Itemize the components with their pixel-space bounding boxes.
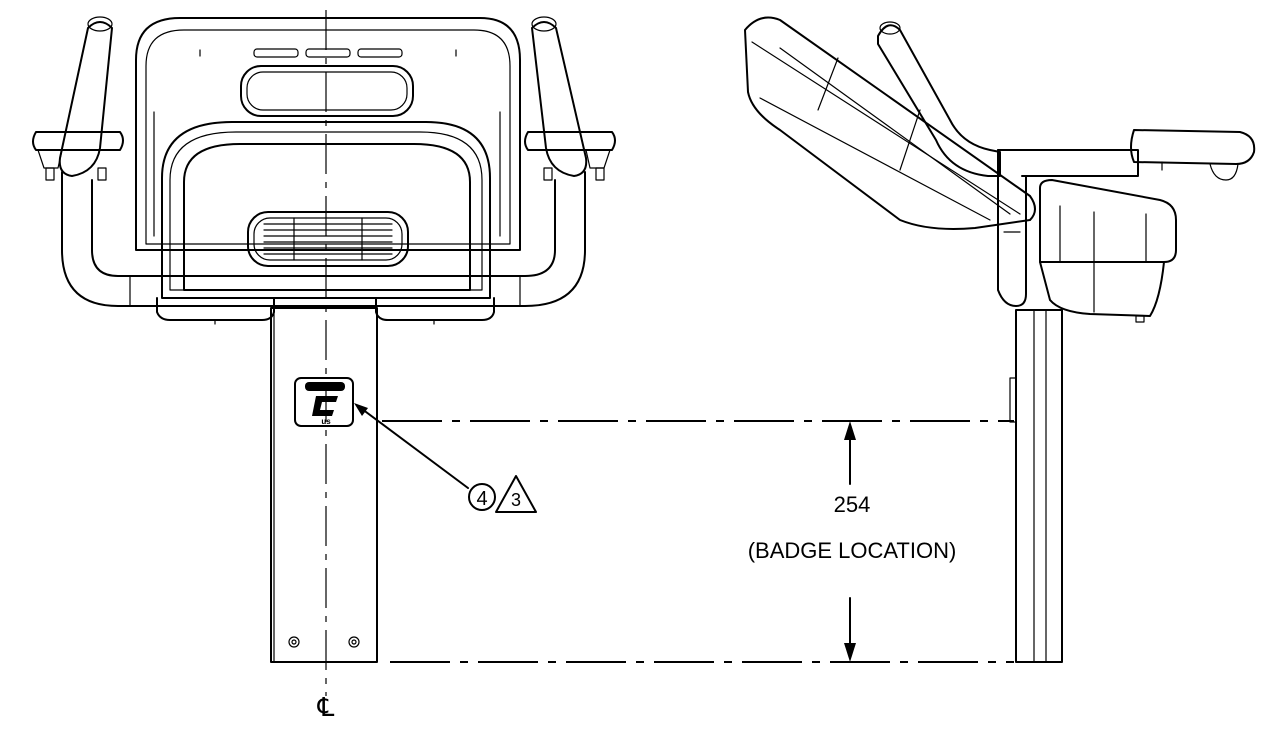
- centerline-symbol: ℄: [317, 692, 335, 722]
- front-right-handle: [524, 16, 616, 181]
- front-view: us ℄: [32, 10, 616, 722]
- badge-icon: us: [294, 377, 354, 427]
- side-lower-housing: [1039, 179, 1177, 323]
- item-balloon: [468, 483, 496, 511]
- side-console: [744, 16, 1036, 230]
- dimension-label: (BADGE LOCATION): [748, 538, 957, 563]
- side-view: [744, 16, 1256, 663]
- front-handlebar-frame: [61, 171, 586, 307]
- side-frame: [997, 149, 1027, 307]
- revision-triangle: [495, 475, 537, 513]
- side-handlebar: [997, 129, 1256, 181]
- front-console: [135, 17, 521, 251]
- dimension-value: 254: [834, 492, 871, 517]
- front-post: [270, 307, 378, 663]
- badge-callout: 4 3: [354, 403, 537, 513]
- side-post: [1009, 309, 1063, 663]
- badge-dimension: 254 (BADGE LOCATION): [382, 420, 1014, 663]
- front-lower-pods: [156, 297, 495, 325]
- note-number: 3: [511, 490, 521, 510]
- front-left-handle: [32, 16, 124, 181]
- front-fan-shroud: [161, 121, 491, 299]
- item-number: 4: [476, 488, 487, 510]
- fan-grille: [263, 217, 393, 261]
- side-handle: [877, 21, 1001, 177]
